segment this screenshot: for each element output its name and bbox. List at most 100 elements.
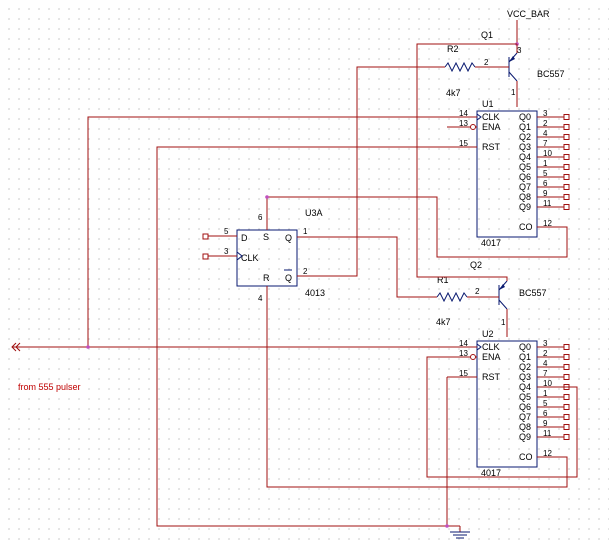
flipflop-u3a: U3A 4013 D CLK S R Q Q 5 3 6 4 1 2 — [202, 208, 325, 303]
u2-pin-co-num: 12 — [543, 449, 552, 458]
u2-pin-clk-num: 14 — [459, 339, 468, 348]
u3a-q-num: 1 — [303, 227, 308, 236]
u2-pin-rst-num: 15 — [459, 369, 468, 378]
resistor-r2: R2 4k7 2 — [444, 44, 509, 98]
u1-pin-q3-name: Q3 — [519, 142, 531, 152]
r2-ref: R2 — [447, 44, 459, 54]
u3a-part: 4013 — [305, 288, 325, 298]
transistor-q2: Q2 BC557 1 — [470, 260, 547, 337]
q2-pin-collector: 1 — [501, 318, 506, 327]
u3a-qbar-name: Q — [285, 273, 292, 283]
transistor-q1: Q1 BC557 3 1 — [481, 30, 565, 107]
u2-pin-q3-name: Q3 — [519, 372, 531, 382]
q2-ref: Q2 — [470, 260, 482, 270]
u2-pin-q4-name: Q4 — [519, 382, 531, 392]
u1-body — [476, 110, 538, 238]
u1-pin-q7-num: 6 — [543, 179, 548, 188]
u2-pin-q6-num: 5 — [543, 399, 548, 408]
u1-pin-q1-num: 2 — [543, 119, 548, 128]
u3a-d-num: 5 — [224, 227, 229, 236]
u3a-clk-name: CLK — [241, 253, 259, 263]
u1-pin-q2-name: Q2 — [519, 132, 531, 142]
u1-ref: U1 — [482, 99, 494, 109]
u3a-clk-num: 3 — [224, 247, 229, 256]
u1-pin-q5-name: Q5 — [519, 162, 531, 172]
u1-pin-rst-name: RST — [482, 142, 501, 152]
u2-pin-q7-num: 6 — [543, 409, 548, 418]
u1-pin-q8-name: Q8 — [519, 192, 531, 202]
u2-pin-q6-name: Q6 — [519, 402, 531, 412]
u1-pin-q0-num: 3 — [543, 109, 548, 118]
u2-pin-q3-num: 7 — [543, 369, 548, 378]
source-note: from 555 pulser — [18, 382, 81, 392]
vcc-label: VCC_BAR — [507, 9, 550, 19]
r2-value: 4k7 — [446, 88, 461, 98]
u1-pin-q0-name: Q0 — [519, 112, 531, 122]
u1-pin-q7-name: Q7 — [519, 182, 531, 192]
u1-pin-q4-num: 10 — [543, 149, 552, 158]
u2-body — [476, 340, 538, 468]
u1-pin-q5-num: 1 — [543, 159, 548, 168]
resistor-r1: R1 4k7 2 — [436, 275, 499, 327]
u2-pin-q7-name: Q7 — [519, 412, 531, 422]
u2-pin-q5-name: Q5 — [519, 392, 531, 402]
u1-pin-q9-name: Q9 — [519, 202, 531, 212]
u1-part: 4017 — [481, 238, 501, 248]
u2-pin-q2-num: 4 — [543, 359, 548, 368]
u2-pin-q1-num: 2 — [543, 349, 548, 358]
u2-pin-co-name: CO — [519, 452, 533, 462]
u1-pin-q6-num: 5 — [543, 169, 548, 178]
u1-pin-q3-num: 7 — [543, 139, 548, 148]
u3a-ref: U3A — [305, 208, 323, 218]
u1-pin-q9-num: 11 — [543, 199, 552, 208]
u2-pin-ena-name: ENA — [482, 352, 501, 362]
u3a-d-name: D — [241, 233, 248, 243]
q1-ref: Q1 — [481, 30, 493, 40]
u1-pin-q8-num: 9 — [543, 189, 548, 198]
r1-value: 4k7 — [436, 317, 451, 327]
u2-pin-q0-name: Q0 — [519, 342, 531, 352]
u1-pin-co-name: CO — [519, 222, 533, 232]
interconnect-wires — [11, 43, 578, 539]
r1-pin: 2 — [475, 287, 480, 296]
u1-pin-q6-name: Q6 — [519, 172, 531, 182]
u3a-s-name: S — [263, 232, 269, 242]
u1-pin-q1-name: Q1 — [519, 122, 531, 132]
u2-pin-q5-num: 1 — [543, 389, 548, 398]
u3a-r-name: R — [263, 273, 270, 283]
r1-ref: R1 — [437, 275, 449, 285]
u2-pin-q8-name: Q8 — [519, 422, 531, 432]
q1-pin-collector: 1 — [511, 88, 516, 97]
q1-part: BC557 — [537, 69, 565, 79]
u1-pin-clk-name: CLK — [482, 112, 500, 122]
u2-pin-q9-name: Q9 — [519, 432, 531, 442]
u2-pin-q1-name: Q1 — [519, 352, 531, 362]
u2-pin-clk-name: CLK — [482, 342, 500, 352]
u3a-s-num: 6 — [258, 213, 263, 222]
u2-part: 4017 — [481, 468, 501, 478]
u3a-q-name: Q — [285, 233, 292, 243]
u1-pin-co-num: 12 — [543, 219, 552, 228]
u2-pin-q4-num: 10 — [543, 379, 552, 388]
q1-pin-emitter: 3 — [517, 46, 522, 55]
u2-ref: U2 — [482, 329, 494, 339]
u2-pin-q2-name: Q2 — [519, 362, 531, 372]
u3a-r-num: 4 — [258, 294, 263, 303]
u1-pin-q4-name: Q4 — [519, 152, 531, 162]
r2-pin: 2 — [484, 58, 489, 67]
u2-pin-ena-num: 13 — [459, 349, 468, 358]
u1-pin-rst-num: 15 — [459, 139, 468, 148]
u2-pin-q0-num: 3 — [543, 339, 548, 348]
u1-pin-ena-name: ENA — [482, 122, 501, 132]
u1-pin-ena-num: 13 — [459, 119, 468, 128]
u2-pin-q9-num: 11 — [543, 429, 552, 438]
u3a-qbar-num: 2 — [303, 267, 308, 276]
u2-pin-rst-name: RST — [482, 372, 501, 382]
u1-pin-q2-num: 4 — [543, 129, 548, 138]
q2-part: BC557 — [519, 288, 547, 298]
vcc-supply: VCC_BAR — [507, 9, 550, 46]
